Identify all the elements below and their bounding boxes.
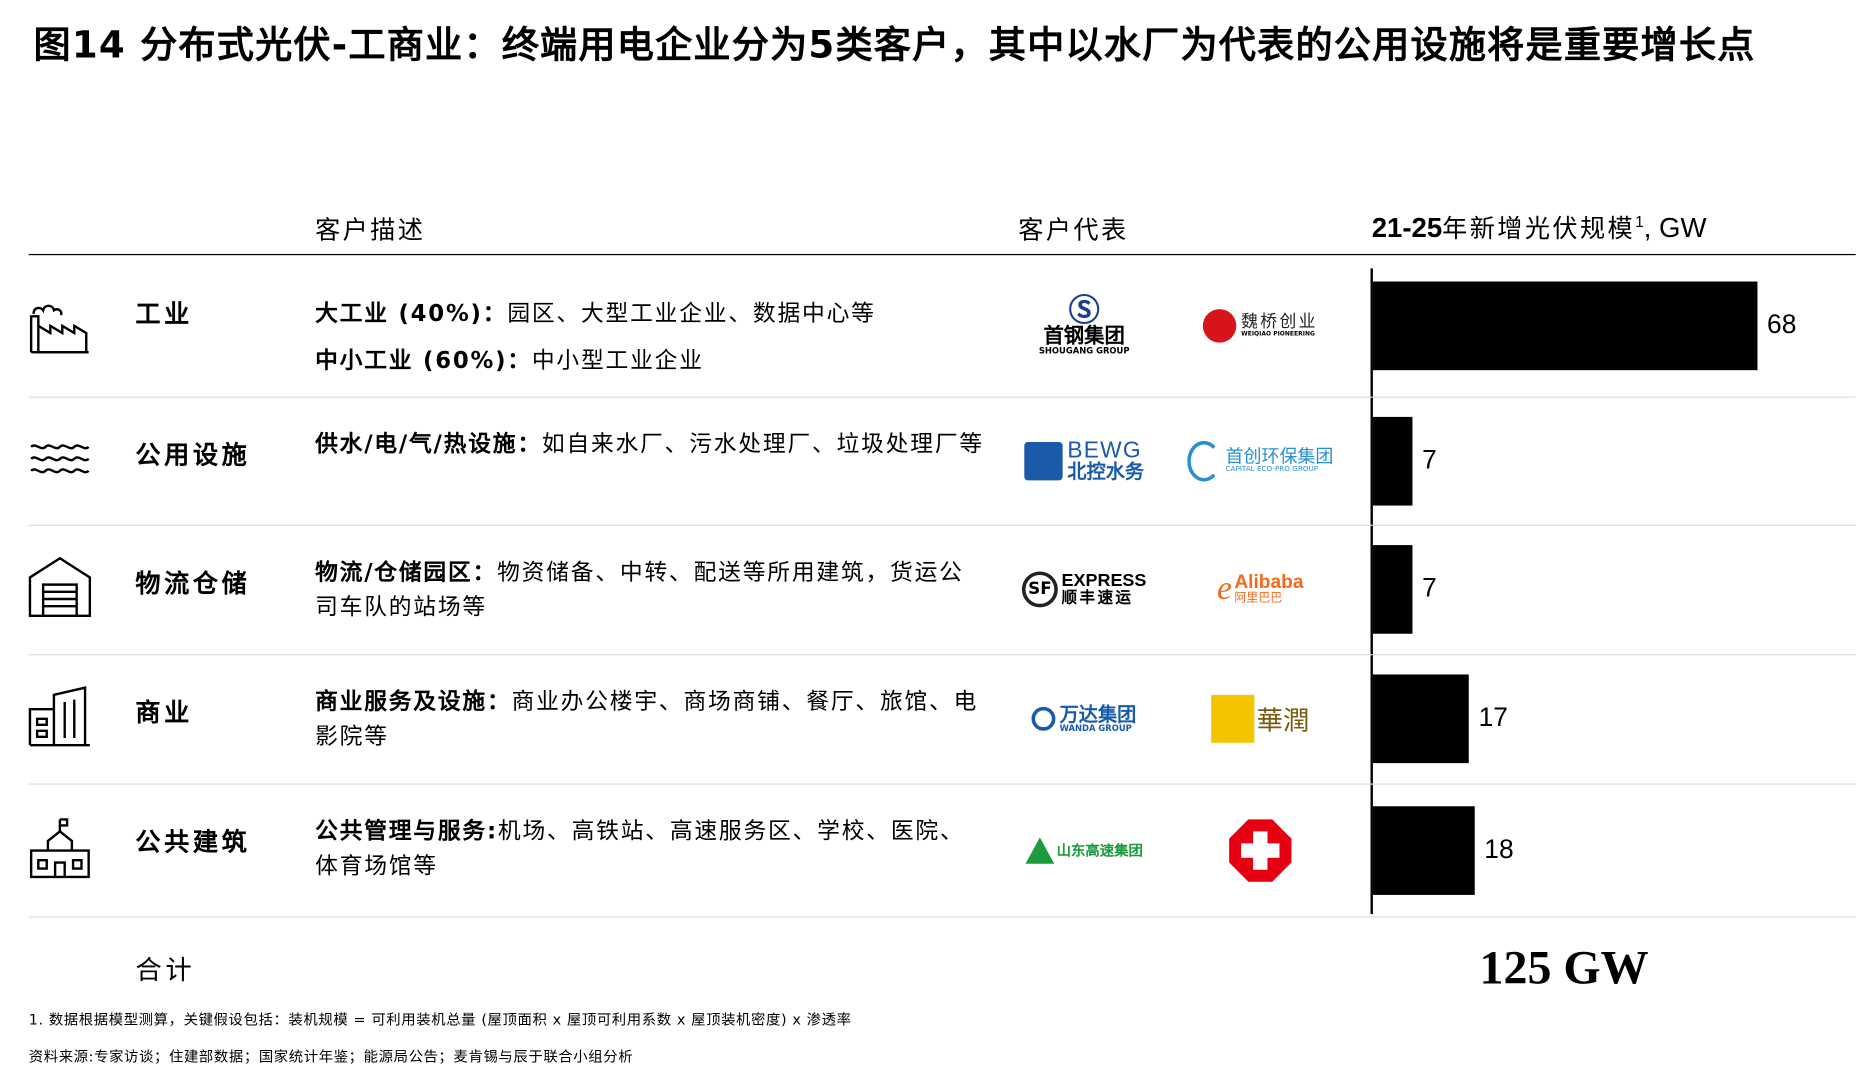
bar-0 <box>1372 281 1758 371</box>
bar-value-label: 7 <box>1422 443 1437 474</box>
logo-mark-icon <box>1211 694 1255 743</box>
logo-mark-icon: SF <box>1021 571 1058 608</box>
total-label: 合计 <box>135 956 196 986</box>
description-text: 机场、高铁站、高速服务区、学校、医院、体育场馆等 <box>315 818 965 880</box>
bar-1 <box>1372 416 1413 505</box>
description-line: 公共管理与服务:机场、高铁站、高速服务区、学校、医院、体育场馆等 <box>315 815 986 884</box>
description-text: 商业办公楼宇、商场商铺、餐厅、旅馆、电影院等 <box>315 688 979 750</box>
bar-3 <box>1372 674 1470 764</box>
logo-mark-icon: e <box>1217 570 1232 608</box>
logo-name: 山东高速集团 <box>1056 842 1143 859</box>
header-description: 客户描述 <box>315 215 426 245</box>
customer-logo: 華潤 <box>1182 683 1338 755</box>
logo-name: 華潤 <box>1256 706 1310 737</box>
customer-logo <box>1182 814 1338 886</box>
description-line: 供水/电/气/热设施：如自来水厂、污水处理厂、垃圾处理厂等 <box>315 428 986 463</box>
logo-name: 北控水务 <box>1067 460 1145 483</box>
category-label: 公共建筑 <box>135 827 251 857</box>
logo-sub: BEWG <box>1067 438 1142 464</box>
row-divider <box>28 396 1856 398</box>
customer-description: 物流/仓储园区：物资储备、中转、配送等所用建筑，货运公司车队的站场等 <box>315 556 986 625</box>
page-title: 图14 分布式光伏-工商业：终端用电企业分为5类客户，其中以水厂为代表的公用设施… <box>33 23 1756 68</box>
logo-mark-icon <box>1024 441 1063 480</box>
water-waves-icon <box>26 425 93 492</box>
chart-axis <box>1370 268 1373 915</box>
description-text: 中小型工业企业 <box>531 347 704 374</box>
logo-mark-icon <box>1032 706 1057 731</box>
logo-name: 魏桥创业 <box>1241 312 1318 332</box>
header-chart-years: 21-25 <box>1371 212 1443 244</box>
warehouse-icon <box>26 553 93 620</box>
description-heading: 商业服务及设施： <box>315 688 512 716</box>
logo-sub: CAPITAL ECO-PRO GROUP <box>1225 465 1319 474</box>
description-text: 如自来水厂、污水处理厂、垃圾处理厂等 <box>541 431 984 458</box>
bar-value-label: 7 <box>1422 572 1437 603</box>
logo-mark-icon: Ⓢ <box>1068 293 1100 330</box>
customer-description: 商业服务及设施：商业办公楼宇、商场商铺、餐厅、旅馆、电影院等 <box>315 685 986 754</box>
customer-description: 供水/电/气/热设施：如自来水厂、污水处理厂、垃圾处理厂等 <box>315 428 986 463</box>
description-heading: 公共管理与服务: <box>315 818 498 845</box>
logo-sub: SHOUGANG GROUP <box>1038 346 1130 356</box>
description-heading: 大工业 (40%)： <box>315 300 508 328</box>
logo-name: 顺丰速运 <box>1061 589 1134 608</box>
header-representatives: 客户代表 <box>1018 215 1129 245</box>
header-chart-unit: , GW <box>1643 212 1707 244</box>
footnote-1: 1. 数据根据模型测算，关键假设包括：装机规模 = 可利用装机总量 (屋顶面积 … <box>28 1011 852 1028</box>
description-heading: 物流/仓储园区： <box>315 559 498 586</box>
bar-value-label: 17 <box>1478 702 1508 732</box>
row-divider <box>28 783 1856 785</box>
row-divider <box>28 654 1856 656</box>
bar-value-label: 68 <box>1767 309 1797 340</box>
logo-mark-icon <box>1025 836 1055 864</box>
header-chart-text: 年新增光伏规模 <box>1442 214 1636 244</box>
category-label: 工业 <box>135 299 193 329</box>
public-building-icon <box>26 814 93 881</box>
logo-sub: WANDA GROUP <box>1059 722 1132 733</box>
logo-name: 阿里巴巴 <box>1234 591 1283 605</box>
bar-value-label: 18 <box>1484 833 1514 864</box>
header-divider <box>28 253 1856 256</box>
description-text: 物资储备、中转、配送等所用建筑，货运公司车队的站场等 <box>315 559 964 621</box>
source-note: 资料来源:专家访谈；住建部数据；国家统计年鉴；能源局公告；麦肯锡与辰于联合小组分… <box>28 1048 634 1066</box>
office-building-icon <box>26 683 93 750</box>
logo-mark-icon <box>1202 309 1237 343</box>
description-line: 中小工业 (60%)：中小型工业企业 <box>315 338 986 385</box>
red-cross-hospital-icon <box>1229 818 1292 882</box>
logo-name: 万达集团 <box>1059 702 1137 726</box>
customer-description: 大工业 (40%)：园区、大型工业企业、数据中心等中小工业 (60%)：中小型工… <box>315 291 986 384</box>
description-line: 物流/仓储园区：物资储备、中转、配送等所用建筑，货运公司车队的站场等 <box>315 556 986 625</box>
description-line: 商业服务及设施：商业办公楼宇、商场商铺、餐厅、旅馆、电影院等 <box>315 685 986 754</box>
row-divider <box>28 916 1856 918</box>
category-label: 物流仓储 <box>135 569 251 598</box>
category-label: 公用设施 <box>135 440 251 470</box>
total-value: 125 GW <box>1479 940 1649 995</box>
description-line: 大工业 (40%)：园区、大型工业企业、数据中心等 <box>315 291 986 338</box>
logo-mark-icon <box>1187 440 1221 481</box>
customer-logo: 山东高速集团 <box>1006 814 1162 886</box>
logo-sub: Alibaba <box>1234 572 1304 594</box>
description-heading: 中小工业 (60%)： <box>315 347 532 374</box>
header-chart: 21-25年新增光伏规模1, GW <box>1372 210 1707 246</box>
bar-4 <box>1372 805 1475 895</box>
logo-name: 首创环保集团 <box>1225 445 1334 468</box>
description-text: 园区、大型工业企业、数据中心等 <box>507 300 876 328</box>
row-divider <box>28 524 1856 526</box>
bar-2 <box>1372 545 1413 634</box>
customer-description: 公共管理与服务:机场、高铁站、高速服务区、学校、医院、体育场馆等 <box>315 815 986 884</box>
description-heading: 供水/电/气/热设施： <box>315 431 542 458</box>
logo-name: 首钢集团 <box>1043 324 1125 349</box>
category-label: 商业 <box>135 698 193 728</box>
footnote-marker: 1 <box>1635 212 1644 231</box>
factory-icon <box>26 290 93 357</box>
logo-sub: WEIQIAO PIONEERING <box>1241 330 1315 338</box>
logo-sub: EXPRESS <box>1061 570 1147 591</box>
